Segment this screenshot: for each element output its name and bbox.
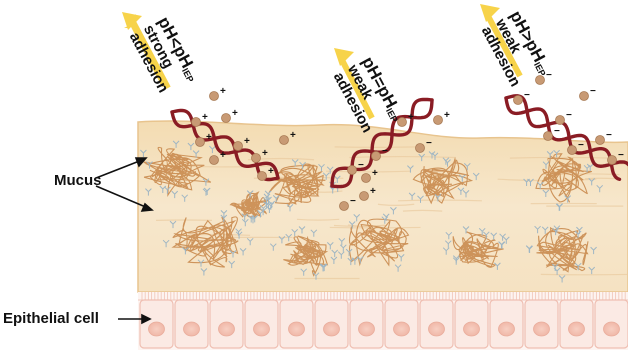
charge-sign: +: [244, 136, 250, 147]
charge-sign: −: [426, 138, 432, 149]
charge-sign: −: [350, 196, 356, 207]
charge-sign: +: [372, 168, 378, 179]
charge-sign: +: [262, 148, 268, 159]
charge-sign: −: [358, 160, 364, 171]
positive-charge: +: [210, 86, 227, 101]
cell-nucleus: [184, 322, 200, 336]
positive-charge: +: [434, 110, 451, 125]
charge-sign: −: [382, 146, 388, 157]
charge-sign: −: [578, 140, 584, 151]
cell-nucleus: [464, 322, 480, 336]
charge-sign: −: [618, 150, 624, 161]
cell-nucleus: [604, 322, 620, 336]
charged-group-bead: [568, 146, 577, 155]
charge-sign: +: [220, 86, 226, 97]
charge-sign: −: [566, 110, 572, 121]
charged-group-bead: [434, 116, 443, 125]
charged-group-bead: [580, 92, 589, 101]
charged-group-bead: [196, 138, 205, 147]
mucus-streak: [398, 200, 482, 201]
charged-group-bead: [514, 96, 523, 105]
charge-sign: −: [606, 130, 612, 141]
negative-charge: −: [514, 90, 531, 105]
charged-group-bead: [544, 132, 553, 141]
charge-sign: +: [206, 132, 212, 143]
charged-group-bead: [608, 156, 617, 165]
charged-group-bead: [372, 152, 381, 161]
negative-charge: −: [556, 110, 573, 125]
cell-nucleus: [534, 322, 550, 336]
charge-sign: +: [268, 166, 274, 177]
epithelial-cell-layer: [138, 292, 628, 350]
cell-nucleus: [429, 322, 445, 336]
epithelial-cell-label: Epithelial cell: [3, 310, 99, 327]
cell-nucleus: [219, 322, 235, 336]
cell-nucleus: [359, 322, 375, 336]
cell-nucleus: [254, 322, 270, 336]
charged-group-bead: [596, 136, 605, 145]
cell-nucleus: [324, 322, 340, 336]
charge-sign: +: [232, 108, 238, 119]
cell-nucleus: [569, 322, 585, 336]
charge-sign: −: [524, 90, 530, 101]
charge-sign: +: [408, 112, 414, 123]
cell-nucleus: [289, 322, 305, 336]
charged-group-bead: [362, 174, 371, 183]
charge-sign: +: [290, 130, 296, 141]
charge-sign: +: [202, 112, 208, 123]
negative-charge: −: [580, 86, 597, 101]
cell-nucleus: [499, 322, 515, 336]
charge-sign: +: [444, 110, 450, 121]
charged-group-bead: [416, 144, 425, 153]
positive-charge: +: [222, 108, 239, 123]
charged-group-bead: [222, 114, 231, 123]
mucus-label: Mucus: [54, 172, 102, 189]
charge-sign: +: [220, 150, 226, 161]
charged-group-bead: [252, 154, 261, 163]
charged-group-bead: [258, 172, 267, 181]
charged-group-bead: [348, 166, 357, 175]
charged-group-bead: [234, 142, 243, 151]
cell-nucleus: [394, 322, 410, 336]
charged-group-bead: [556, 116, 565, 125]
charged-group-bead: [192, 118, 201, 127]
charged-group-bead: [340, 202, 349, 211]
cell-nucleus: [149, 322, 165, 336]
charged-group-bead: [210, 92, 219, 101]
charged-group-bead: [280, 136, 289, 145]
charged-group-bead: [360, 192, 369, 201]
charged-group-bead: [210, 156, 219, 165]
charge-sign: +: [370, 186, 376, 197]
charge-sign: −: [590, 86, 596, 97]
charge-sign: −: [554, 126, 560, 137]
epithelial-pointer-arrow: [118, 315, 150, 323]
